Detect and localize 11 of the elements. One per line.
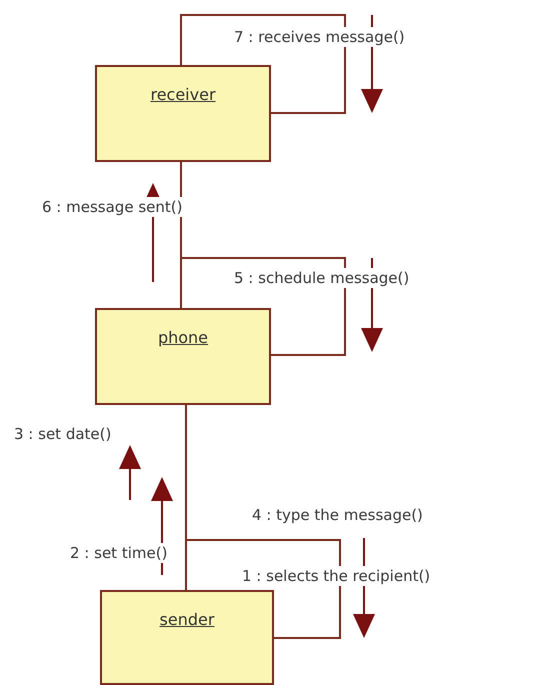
object-box <box>100 590 274 685</box>
object-name: receiver <box>150 85 216 104</box>
message-label: 6 : message sent() <box>40 197 184 217</box>
link-line <box>180 14 346 114</box>
link-line <box>180 257 346 356</box>
object-name: sender <box>160 610 214 629</box>
message-label: 2 : set time() <box>68 543 170 563</box>
object-box <box>95 65 271 162</box>
link-line <box>185 539 341 639</box>
object-box <box>95 308 271 405</box>
object-name: phone <box>158 328 208 347</box>
